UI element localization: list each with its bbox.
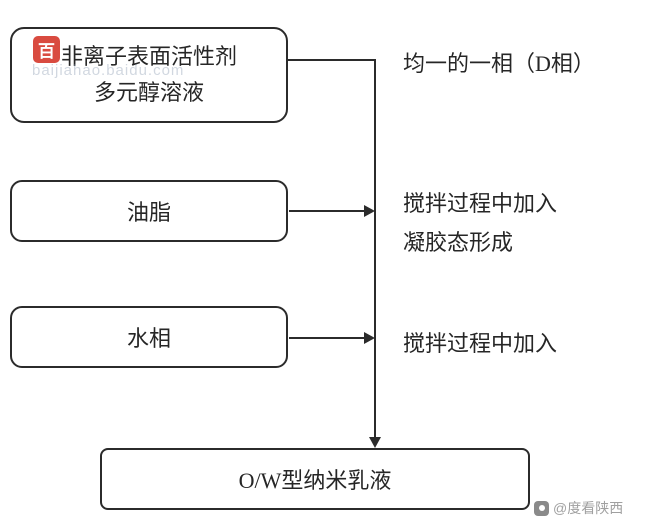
box-surfactant-solution: 非离子表面活性剂 多元醇溶液	[10, 27, 288, 123]
annotation-oil-line2: 凝胶态形成	[403, 230, 514, 255]
oil-arrowhead-right-icon	[364, 205, 375, 217]
annotation-oil-step: 搅拌过程中加入 凝胶态形成	[403, 184, 557, 262]
annotation-water-step: 搅拌过程中加入	[403, 331, 558, 356]
credit-logo-icon	[534, 500, 549, 516]
credit-watermark: @度看陕西	[534, 498, 623, 518]
box-water-phase: 水相	[10, 306, 288, 368]
baidu-logo-icon: 百	[33, 36, 60, 63]
box-result-emulsion: O/W型纳米乳液	[100, 448, 530, 510]
result-arrowhead-down-icon	[369, 437, 381, 448]
water-arrow-line	[289, 337, 366, 339]
watermark-overlay-text: baijiahao.baidu.com	[32, 62, 185, 79]
baidu-logo-glyph: 百	[38, 42, 55, 61]
flow-line-vertical	[374, 59, 376, 440]
annotation-d-phase: 均一的一相（D相）	[403, 51, 595, 76]
water-label: 水相	[126, 326, 171, 351]
annotation-oil-line1: 搅拌过程中加入	[403, 191, 558, 216]
water-arrowhead-right-icon	[364, 332, 375, 344]
box-oil: 油脂	[10, 180, 288, 242]
connector-line-top	[288, 59, 376, 61]
credit-text: @度看陕西	[553, 500, 624, 516]
oil-label: 油脂	[126, 200, 171, 225]
oil-arrow-line	[289, 210, 366, 212]
surfactant-line1: 非离子表面活性剂	[60, 44, 237, 69]
result-label: O/W型纳米乳液	[238, 468, 392, 493]
surfactant-line2: 多元醇溶液	[93, 80, 204, 105]
